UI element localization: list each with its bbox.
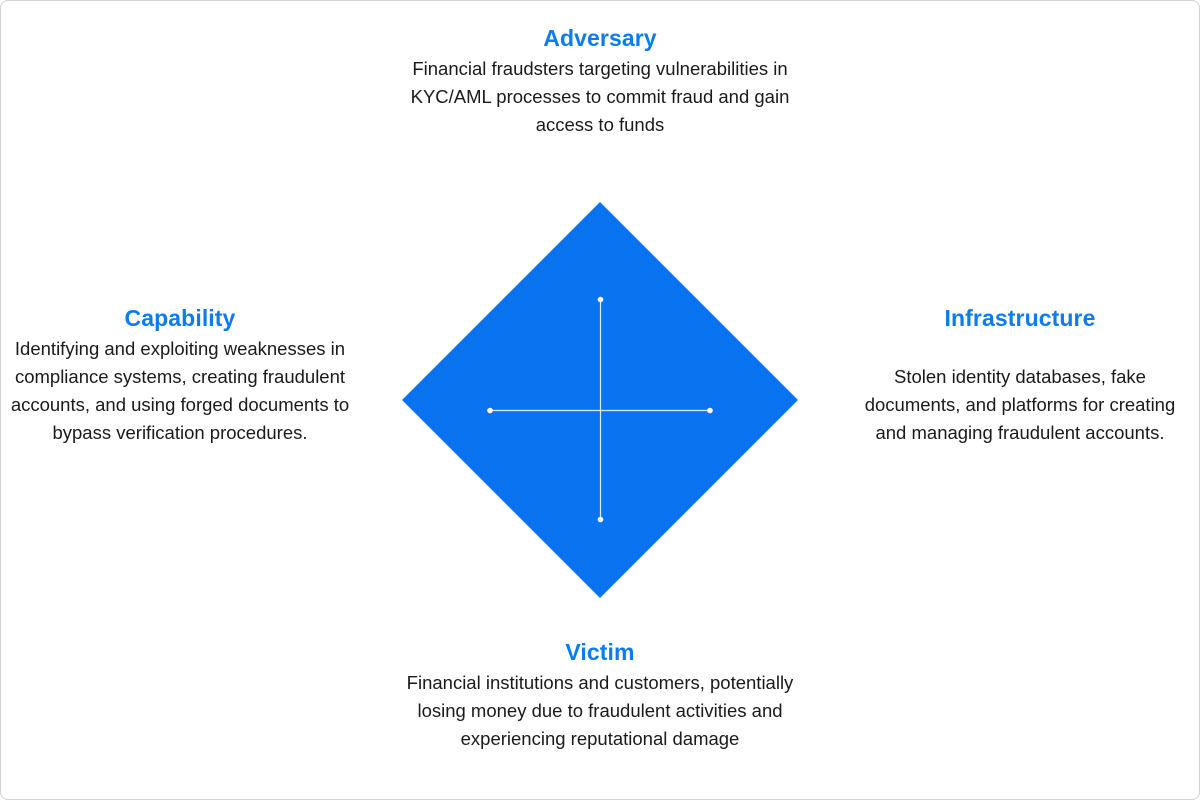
axis-endpoint-right <box>707 407 713 414</box>
capability-node: Capability Identifying and exploiting we… <box>10 304 350 447</box>
capability-title: Capability <box>124 305 236 331</box>
infrastructure-node: Infrastructure Stolen identity databases… <box>850 304 1190 447</box>
victim-description: Financial institutions and customers, po… <box>406 672 794 749</box>
axis-endpoint-bottom <box>597 516 604 523</box>
adversary-description: Financial fraudsters targeting vulnerabi… <box>410 58 790 135</box>
adversary-title: Adversary <box>543 25 657 51</box>
axis-endpoint-top <box>597 296 604 303</box>
capability-description: Identifying and exploiting weaknesses in… <box>10 338 350 443</box>
adversary-node: Adversary Financial fraudsters targeting… <box>380 24 820 139</box>
infrastructure-title: Infrastructure <box>944 305 1096 331</box>
victim-node: Victim Financial institutions and custom… <box>380 638 820 753</box>
infrastructure-description: Stolen identity databases, fake document… <box>864 366 1176 443</box>
axis-endpoint-left <box>487 407 493 414</box>
victim-title: Victim <box>565 639 635 665</box>
